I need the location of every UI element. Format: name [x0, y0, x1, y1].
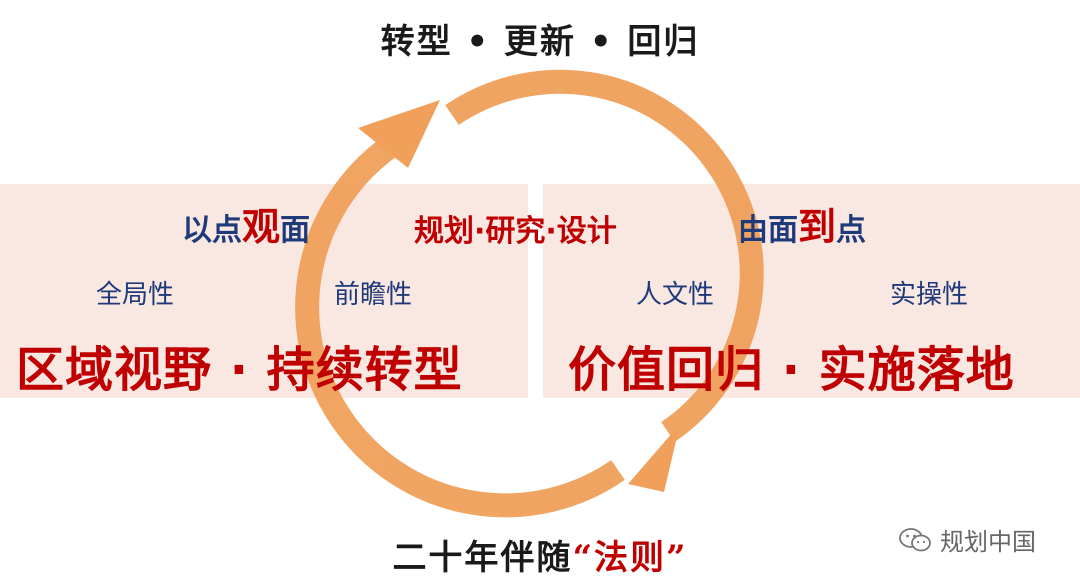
right-sub-1: 人文性	[636, 280, 715, 310]
footer-title: 二十年伴随“法则”	[0, 530, 1080, 579]
watermark: 规划中国	[898, 522, 1036, 557]
right-sub-2: 实操性	[890, 280, 969, 310]
footer-quoted: “法则”	[572, 538, 688, 578]
left-panel	[0, 184, 528, 398]
right-big-text: 价值回归 · 实施落地	[568, 342, 1015, 398]
footer-main: 二十年伴随	[392, 538, 573, 578]
right-heading-pre: 由面	[738, 213, 798, 248]
wechat-icon	[899, 527, 931, 551]
left-sub-2: 前瞻性	[334, 280, 413, 310]
arc-right	[445, 69, 764, 442]
left-heading-post: 面	[280, 213, 311, 248]
arrowhead-bottom	[628, 424, 680, 492]
left-heading: 以点观面	[182, 196, 310, 251]
left-sub-1: 全局性	[96, 280, 175, 310]
watermark-text: 规划中国	[940, 528, 1036, 556]
right-heading-em: 到	[798, 205, 837, 249]
center-heading: 规划·研究·设计	[414, 214, 617, 249]
page-title: 转型 • 更新 • 回归	[380, 22, 700, 62]
left-heading-em: 观	[242, 205, 281, 249]
arc-left	[295, 135, 625, 518]
right-panel	[543, 184, 1080, 398]
right-heading: 由面到点	[738, 196, 866, 251]
left-heading-pre: 以点	[182, 213, 242, 248]
right-heading-post: 点	[836, 213, 867, 248]
arrowhead-top	[358, 100, 440, 168]
left-big-text: 区域视野 · 持续转型	[16, 342, 463, 398]
